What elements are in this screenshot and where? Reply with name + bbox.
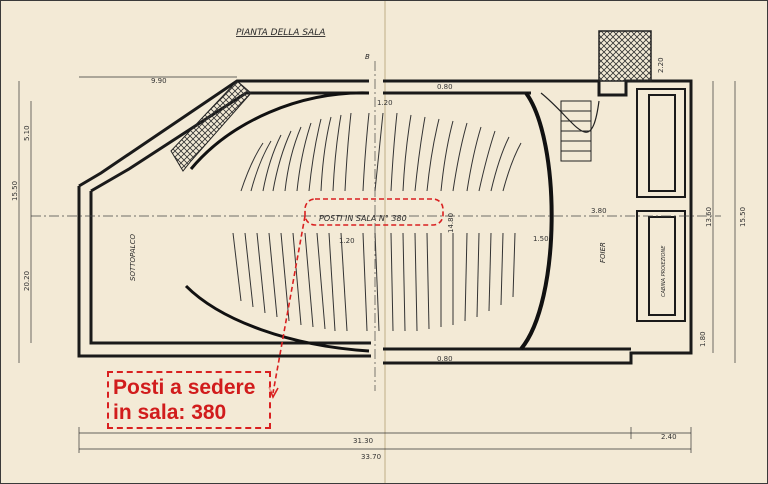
dim-misc-d: 14.80 — [447, 213, 455, 233]
dim-misc-e: 1.20 — [339, 237, 355, 245]
annotation-line-1: Posti a sedere — [113, 376, 256, 399]
seat-count-annotation: Posti a sedere in sala: 380 — [107, 371, 271, 429]
dimension-lines — [18, 76, 736, 453]
dim-left-top: 9.90 — [151, 77, 167, 85]
seat-count-label: POSTI IN SALA N° 380 — [319, 214, 407, 223]
stage-arc — [189, 91, 370, 170]
seat-count-highlight — [304, 198, 444, 226]
dim-left-upper: 5.10 — [23, 125, 31, 141]
plan-title: PIANTA DELLA SALA — [236, 28, 325, 38]
stairs — [560, 100, 592, 162]
stage-arc-lower — [184, 284, 370, 353]
foyer-wall — [519, 91, 554, 351]
dim-inner-length: 31.30 — [353, 437, 373, 445]
dim-misc-b: 1.20 — [377, 99, 393, 107]
dim-misc-c: 0.80 — [437, 355, 453, 363]
dim-section-mark: B — [365, 53, 370, 61]
hatched-corner — [170, 80, 252, 172]
dim-bottom-right: 1.80 — [699, 331, 707, 347]
dim-height-outer: 15.50 — [11, 181, 19, 201]
annotation-leader — [272, 215, 306, 394]
annotation-line-2: in sala: 380 — [113, 401, 227, 424]
dim-height-right: 13.60 — [705, 207, 713, 227]
stage-label: SOTTOPALCO — [129, 234, 137, 281]
dim-total-length: 33.70 — [361, 453, 381, 461]
dim-left-lower: 20.20 — [23, 271, 31, 291]
building-walls — [77, 79, 693, 365]
dim-misc-a: 0.80 — [437, 83, 453, 91]
right-cabin — [636, 88, 686, 322]
stair-block — [598, 30, 652, 82]
dim-right-segment: 2.40 — [661, 433, 677, 441]
cabin-label: CABINA PROIEZIONE — [661, 245, 667, 297]
dim-stair-top: 2.20 — [657, 57, 665, 73]
dim-foyer-width: 3.80 — [591, 207, 607, 215]
dim-height-right-2: 15.50 — [739, 207, 747, 227]
dim-width-small: 1.50 — [533, 235, 549, 243]
foyer-label: FOIER — [599, 242, 607, 263]
seating-rows-lower — [232, 232, 516, 332]
seating-rows-upper — [240, 112, 522, 192]
